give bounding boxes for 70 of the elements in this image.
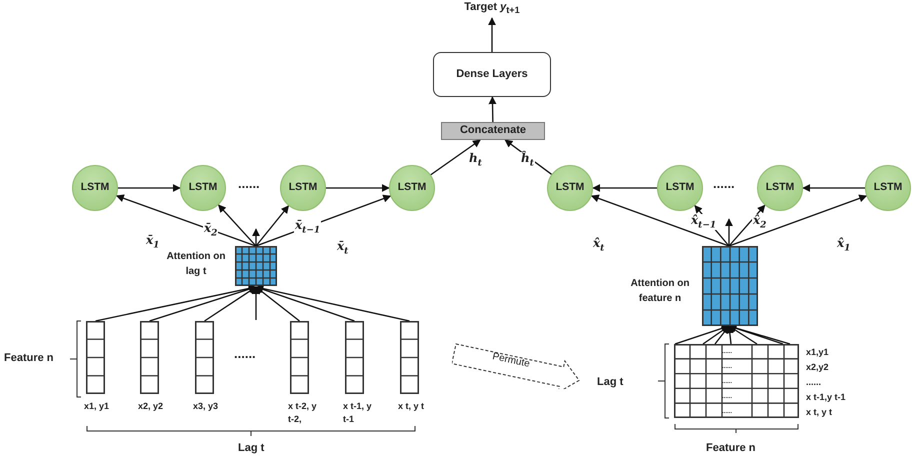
axis-label: Lag t [238, 442, 264, 454]
arrow [326, 184, 390, 192]
permute-label: Permute [491, 351, 531, 372]
edge-label: x̂$_{t−1}$ [690, 214, 718, 230]
column-label: x t-1, y t-1 [343, 400, 373, 426]
lstm-node: LSTM [865, 165, 911, 211]
arrow [725, 218, 733, 246]
arrow [204, 286, 257, 322]
axis-label: Feature n [4, 352, 54, 364]
feature-column [86, 321, 105, 394]
edge-label: ĥ$_{t}$ [520, 152, 535, 168]
arrow [252, 286, 260, 320]
feature-column [140, 321, 159, 394]
axis-label: Feature n [706, 442, 756, 454]
output-label: Target y$_{t+1}$ [430, 0, 554, 18]
arrow [728, 325, 758, 345]
arrow [802, 184, 865, 192]
concatenate-bar: Concatenate [441, 122, 545, 140]
column-label: x3, y3 [193, 400, 220, 413]
attention-grid [235, 246, 277, 286]
arrow [726, 325, 734, 344]
arrow [488, 17, 496, 52]
feature-column [195, 321, 214, 394]
row-label: x2,y2 [806, 361, 829, 374]
ellipsis: ...... [713, 176, 735, 191]
axis-label: Lag t [597, 376, 624, 388]
ellipsis: ...... [234, 346, 256, 361]
edge-label: x̄$_{t}$ [336, 240, 350, 256]
lstm-node: LSTM [389, 165, 435, 211]
edge-label: x̄$_{2}$ [203, 222, 218, 238]
row-label: x1,y1 [806, 346, 829, 359]
lstm-node: LSTM [280, 165, 326, 211]
column-label: x t, y t [398, 400, 426, 413]
attention-label: Attention on feature n [630, 277, 690, 306]
lstm-node: LSTM [180, 165, 226, 211]
column-label: x t-2, y t-2, [288, 400, 318, 426]
arrow [256, 205, 290, 246]
arrow [728, 204, 766, 246]
edge-label: x̂$_{2}$ [752, 214, 768, 230]
arrow [592, 184, 657, 192]
attention-grid [702, 246, 758, 326]
row-label: x t-1,y t-1 [806, 391, 846, 404]
row-label: ...... [806, 376, 822, 389]
row-label: x t, y t [806, 406, 832, 419]
feature-column [345, 321, 364, 394]
attention-label: Attention on lag t [166, 250, 226, 278]
lstm-node: LSTM [547, 165, 593, 211]
feature-column [290, 321, 309, 394]
column-label: x1, y1 [84, 400, 110, 413]
edge-label: x̄$_{1}$ [145, 234, 160, 250]
column-label: x2, y2 [138, 400, 164, 413]
edge-label: x̂$_{t}$ [592, 237, 606, 254]
arrow [116, 194, 256, 247]
arrow [118, 184, 181, 192]
arrow [488, 96, 497, 122]
lstm-node: LSTM [657, 165, 703, 211]
feature-column [400, 321, 419, 394]
arrow [218, 204, 256, 246]
arrow [590, 194, 730, 247]
arrow [430, 139, 481, 176]
input-matrix [674, 344, 799, 418]
ellipsis: ...... [238, 176, 260, 191]
lstm-node: LSTM [72, 165, 118, 211]
edge-label: x̄$_{t−1}$ [294, 219, 322, 236]
lstm-node: LSTM [757, 165, 803, 211]
arrow [728, 194, 868, 247]
edge-label: x̂$_{1}$ [836, 237, 852, 254]
arrow [252, 228, 260, 246]
dense-layer-box: Dense Layers [433, 52, 551, 97]
edge-label: h$_{t}$ [468, 152, 483, 168]
